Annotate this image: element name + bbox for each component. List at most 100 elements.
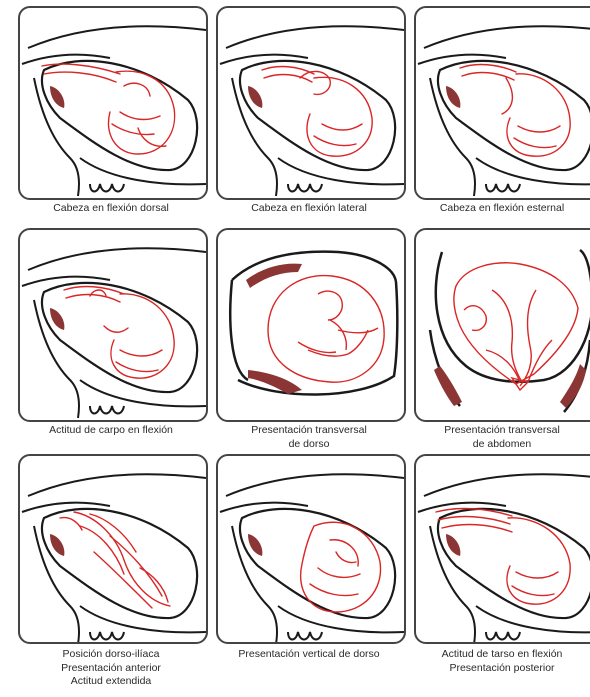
fetus-outline — [330, 320, 346, 350]
fetus-outline — [520, 290, 536, 386]
fetus-outline — [66, 295, 120, 302]
fetus-outline — [460, 65, 516, 72]
panel-caption: Cabeza en flexión esternal — [414, 202, 590, 216]
bladder-shape — [50, 534, 64, 556]
caption-line: Presentación posterior — [414, 662, 590, 676]
fetus-outline — [318, 291, 342, 320]
abdomen-outline — [278, 158, 404, 184]
fetus-outline — [120, 112, 160, 119]
spine-outline — [424, 474, 590, 496]
caption-line: Cabeza en flexión dorsal — [12, 202, 210, 216]
illustration-frame — [18, 228, 208, 422]
panel-caption: Cabeza en flexión dorsal — [12, 202, 210, 216]
dystocia-illustration — [218, 8, 404, 198]
fetus-outline — [300, 71, 330, 94]
dystocia-illustration — [416, 230, 590, 420]
fetus-outline — [507, 74, 570, 156]
panel-caption: Actitud de carpo en flexión — [12, 424, 210, 438]
fetus-outline — [322, 124, 362, 130]
caption-line: Actitud de tarso en flexión — [414, 648, 590, 662]
udder-outline — [90, 184, 124, 192]
spine-outline — [226, 26, 404, 48]
caption-line: de dorso — [210, 438, 408, 452]
fetus-outline — [307, 77, 372, 156]
bladder-shape — [248, 86, 262, 108]
fetus-outline — [464, 306, 486, 331]
caption-line: de abdomen — [414, 438, 590, 452]
fetus-outline — [308, 330, 368, 356]
illustration-frame — [18, 6, 208, 200]
caption-line: Presentación vertical de dorso — [210, 648, 408, 662]
fetus-outline — [454, 263, 578, 384]
illustration-frame — [414, 228, 590, 422]
caption-line: Actitud de carpo en flexión — [12, 424, 210, 438]
fetus-outline — [310, 584, 358, 596]
udder-outline — [90, 406, 124, 414]
caption-line: Actitud extendida — [12, 675, 210, 689]
abdomen-outline — [80, 158, 206, 184]
panel-caption: Posición dorso-ilíacaPresentación anteri… — [12, 648, 210, 689]
spine-outline — [424, 26, 590, 48]
bladder-shape — [446, 86, 460, 108]
udder-outline — [90, 632, 124, 640]
fetus-outline — [512, 586, 554, 596]
left-organ — [434, 366, 462, 406]
spine-outline — [28, 26, 206, 48]
fetus-outline — [512, 378, 528, 390]
dystocia-illustration — [218, 456, 404, 642]
bladder-shape — [446, 534, 460, 556]
fetus-outline — [140, 568, 168, 602]
fetus-outline — [338, 328, 378, 333]
panel-caption: Presentación transversalde dorso — [210, 424, 408, 451]
fetus-outline — [438, 517, 510, 524]
left-body-outline — [230, 280, 248, 380]
fetus-outline — [112, 124, 154, 135]
illustration-frame — [216, 228, 406, 422]
fetus-outline — [502, 78, 512, 114]
spine-outline — [28, 248, 206, 270]
fetus-outline — [492, 290, 522, 382]
fetus-outline — [336, 552, 356, 563]
illustration-frame — [18, 454, 208, 644]
caption-line: Posición dorso-ilíaca — [12, 648, 210, 662]
panel-caption: Cabeza en flexión lateral — [210, 202, 408, 216]
fetus-outline — [124, 83, 150, 96]
panel-caption: Presentación transversalde abdomen — [414, 424, 590, 451]
panel-caption: Presentación vertical de dorso — [210, 648, 408, 662]
caption-line: Cabeza en flexión esternal — [414, 202, 590, 216]
udder-outline — [288, 632, 322, 640]
fetus-outline — [116, 362, 158, 372]
fetus-outline — [80, 526, 124, 574]
udder-outline — [486, 632, 520, 640]
illustration-frame — [216, 454, 406, 644]
abdomen-outline — [476, 158, 590, 184]
fetus-outline — [60, 518, 82, 530]
abdomen-outline — [278, 606, 404, 632]
caption-line: Presentación anterior — [12, 662, 210, 676]
fetus-outline — [64, 287, 124, 294]
fetus-outline — [514, 138, 556, 148]
dystocia-illustration — [20, 456, 206, 642]
fetus-outline — [264, 75, 312, 82]
bladder-shape — [50, 308, 64, 330]
abdomen-outline — [80, 606, 206, 632]
dystocia-illustration — [20, 8, 206, 198]
caption-line: Cabeza en flexión lateral — [210, 202, 408, 216]
fetus-outline — [138, 128, 166, 146]
dystocia-illustration — [20, 230, 206, 420]
illustration-frame — [414, 454, 590, 644]
caption-line: Presentación transversal — [414, 424, 590, 438]
udder-outline — [288, 184, 322, 192]
bladder-shape — [248, 534, 262, 556]
fetus-outline — [104, 326, 128, 332]
fetus-outline — [94, 552, 152, 608]
spine-outline — [226, 474, 404, 496]
fetus-outline — [314, 136, 356, 146]
fetus-outline — [90, 514, 136, 552]
udder-outline — [486, 184, 520, 192]
caption-line: Presentación transversal — [210, 424, 408, 438]
dystocia-illustration — [416, 8, 590, 198]
fetus-outline — [44, 72, 116, 82]
fetus-outline — [120, 350, 162, 356]
bladder-shape — [50, 86, 64, 108]
